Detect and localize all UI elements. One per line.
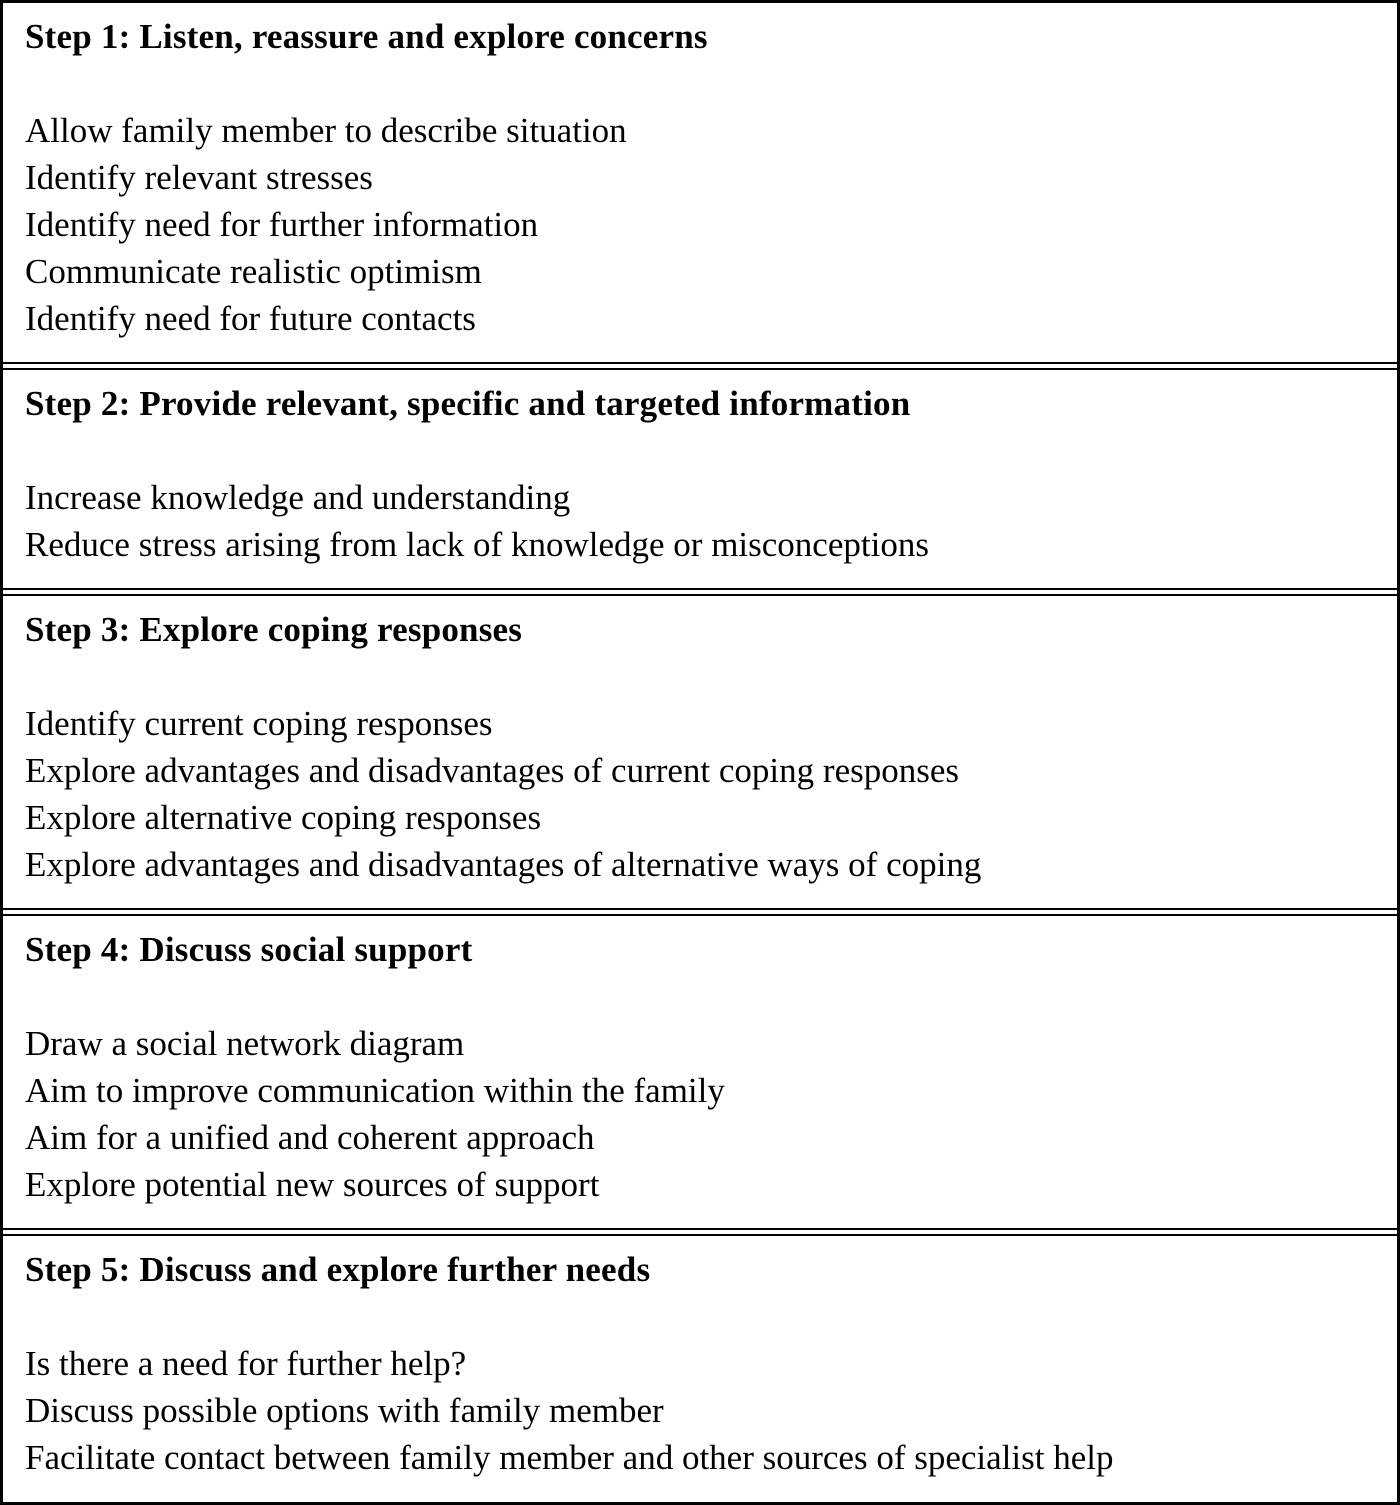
step-section-2: Step 2: Provide relevant, specific and t… [3, 368, 1397, 590]
step-item: Aim to improve communication within the … [25, 1071, 725, 1110]
step-item: Allow family member to describe situatio… [25, 111, 627, 150]
step-item: Communicate realistic optimism [25, 252, 482, 291]
step-item: Explore alternative coping responses [25, 798, 542, 837]
step-item: Increase knowledge and understanding [25, 478, 571, 517]
step-section-5: Step 5: Discuss and explore further need… [3, 1234, 1397, 1501]
step-title: Step 3: Explore coping responses [25, 610, 523, 649]
step-item: Facilitate contact between family member… [25, 1438, 1114, 1477]
step-title: Step 1: Listen, reassure and explore con… [25, 17, 708, 56]
step-items: Allow family member to describe situatio… [25, 107, 1373, 342]
step-item: Identify need for further information [25, 205, 539, 244]
step-item: Is there a need for further help? [25, 1344, 467, 1383]
step-item: Explore potential new sources of support [25, 1165, 600, 1204]
step-title: Step 5: Discuss and explore further need… [25, 1250, 651, 1289]
step-item: Discuss possible options with family mem… [25, 1391, 664, 1430]
step-item: Identify relevant stresses [25, 158, 373, 197]
step-item: Explore advantages and disadvantages of … [25, 751, 959, 790]
step-item: Aim for a unified and coherent approach [25, 1118, 595, 1157]
step-item: Reduce stress arising from lack of knowl… [25, 525, 929, 564]
step-item: Draw a social network diagram [25, 1024, 465, 1063]
step-title: Step 2: Provide relevant, specific and t… [25, 384, 911, 423]
step-item: Explore advantages and disadvantages of … [25, 845, 982, 884]
step-item: Identify need for future contacts [25, 299, 476, 338]
step-section-1: Step 1: Listen, reassure and explore con… [3, 3, 1397, 364]
step-items: Is there a need for further help? Discuss… [25, 1340, 1373, 1481]
step-title: Step 4: Discuss social support [25, 930, 473, 969]
step-item: Identify current coping responses [25, 704, 493, 743]
